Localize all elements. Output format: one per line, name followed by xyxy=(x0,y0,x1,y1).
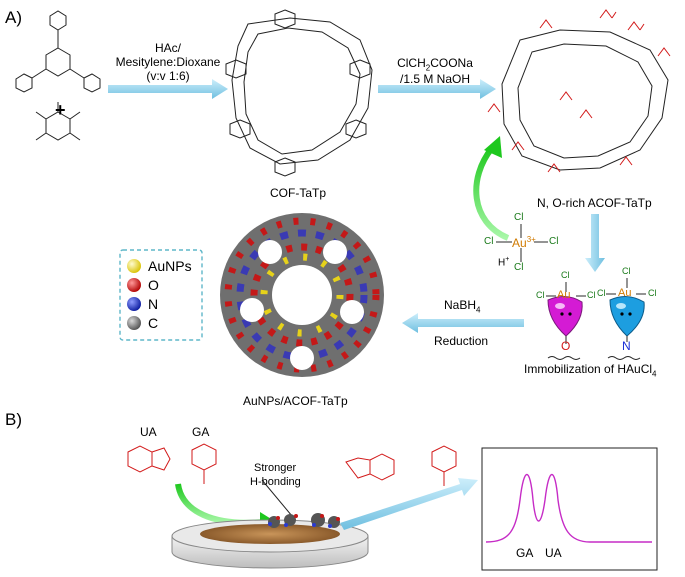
step1-conditions: HAc/ Mesitylene:Dioxane (v:v 1:6) xyxy=(108,41,228,83)
au-cl-right: Cl xyxy=(549,236,559,247)
down-arrow xyxy=(585,214,605,272)
legend-label-o: O xyxy=(148,277,159,293)
au-cl-bottom: Cl xyxy=(514,262,524,273)
acof-tatp-structure xyxy=(501,29,669,171)
legend-swatch-o xyxy=(127,278,141,292)
o-site-cl-left: Cl xyxy=(536,290,545,300)
au-charge: 3+ xyxy=(526,235,536,244)
o-site-cl-top: Cl xyxy=(561,270,570,280)
step2-line2: /1.5 M NaOH xyxy=(399,72,471,87)
legend-swatch-aunps xyxy=(127,259,141,273)
step1-line1: HAc/ xyxy=(154,41,181,55)
n-site-au: Au xyxy=(618,287,632,299)
n-site-cl-right: Cl xyxy=(648,288,657,298)
aunps-acof-label: AuNPs/ACOF-TaTp xyxy=(243,394,348,408)
legend-swatch-c xyxy=(127,316,141,330)
ga-label: GA xyxy=(192,425,210,439)
legend-box xyxy=(119,249,203,341)
voltammogram-trace xyxy=(485,474,652,543)
electrode-dish xyxy=(171,513,369,569)
n-site-drop xyxy=(607,296,645,360)
green-binding-arrow xyxy=(175,483,263,526)
triamine-molecule xyxy=(15,10,101,93)
legend-swatch-n xyxy=(127,297,141,311)
au-cl-top: Cl xyxy=(514,212,524,223)
legend-label-aunps: AuNPs xyxy=(148,258,192,274)
immobilization-text: Immobilization of HAuCl xyxy=(524,362,653,376)
au-center: Au3+ xyxy=(512,235,536,250)
peak-label-ga: GA xyxy=(516,546,534,560)
step2-reagent-rest: COONa xyxy=(430,56,473,70)
step2-reagent: ClCH xyxy=(397,56,426,70)
oxidized-ga-molecule xyxy=(431,445,457,486)
o-site-au: Au xyxy=(557,289,571,301)
detection-arrow xyxy=(340,478,478,530)
n-site-cl-top: Cl xyxy=(622,266,631,276)
hbond-line1: Stronger xyxy=(254,462,297,474)
n-atom-label: N xyxy=(622,339,631,353)
cof-tatp-structure xyxy=(225,9,373,177)
ua-label: UA xyxy=(140,425,157,439)
hbond-pointer xyxy=(261,479,293,517)
hbond-line2: H-bonding xyxy=(250,476,301,488)
cof-tatp-label: COF-TaTp xyxy=(270,186,327,200)
green-arrowhead xyxy=(484,136,502,158)
proton-symbol: H xyxy=(498,257,506,269)
green-curved-arrow xyxy=(473,146,510,241)
reduction-reagent: NaBH4 xyxy=(444,298,480,314)
reduction-label: Reduction xyxy=(434,334,489,348)
aucl-bonds xyxy=(496,224,646,297)
voltammogram-frame xyxy=(481,447,658,571)
n-site-cl-left: Cl xyxy=(597,288,606,298)
step1-line2: Mesitylene:Dioxane xyxy=(115,55,221,69)
reaction-arrow-2 xyxy=(378,79,496,99)
o-site-drop xyxy=(547,296,583,360)
step1-line3: (v:v 1:6) xyxy=(146,69,190,83)
step2-reagent-sub: 2 xyxy=(425,63,431,73)
uric-acid-molecule xyxy=(127,445,171,473)
immobilization-label: Immobilization of HAuCl4 xyxy=(524,362,657,378)
reduction-arrow xyxy=(402,313,524,333)
step2-line1: ClCH2COONa xyxy=(380,56,490,72)
panel-a-label: A) xyxy=(5,8,22,27)
au-cl-left: Cl xyxy=(484,236,494,247)
panel-b-label: B) xyxy=(5,410,22,429)
proton: H+ xyxy=(498,256,509,268)
legend-label-c: C xyxy=(148,315,159,331)
gallic-acid-molecule xyxy=(191,443,217,484)
proton-charge: + xyxy=(505,256,510,263)
step2-conditions: ClCH2COONa /1.5 M NaOH xyxy=(380,56,490,86)
au-symbol: Au xyxy=(512,236,527,250)
immobilization-sub: 4 xyxy=(652,369,657,379)
reagent-sub: 4 xyxy=(476,305,481,315)
legend-label-n: N xyxy=(148,296,159,312)
acof-tatp-label: N, O-rich ACOF-TaTp xyxy=(537,196,652,210)
triformylphloroglucinol-molecule xyxy=(35,102,81,141)
oxidized-ua-molecule xyxy=(345,453,395,481)
plus-sign: + xyxy=(55,100,66,120)
reagent-text: NaBH xyxy=(444,298,477,312)
o-site-cl-right: Cl xyxy=(587,290,596,300)
acof-carboxyl-groups xyxy=(487,9,671,173)
peak-label-ua: UA xyxy=(545,546,562,560)
o-atom-label: O xyxy=(561,339,571,353)
aunps-acof-ball-model xyxy=(220,213,384,377)
reaction-arrow-1 xyxy=(108,79,228,99)
